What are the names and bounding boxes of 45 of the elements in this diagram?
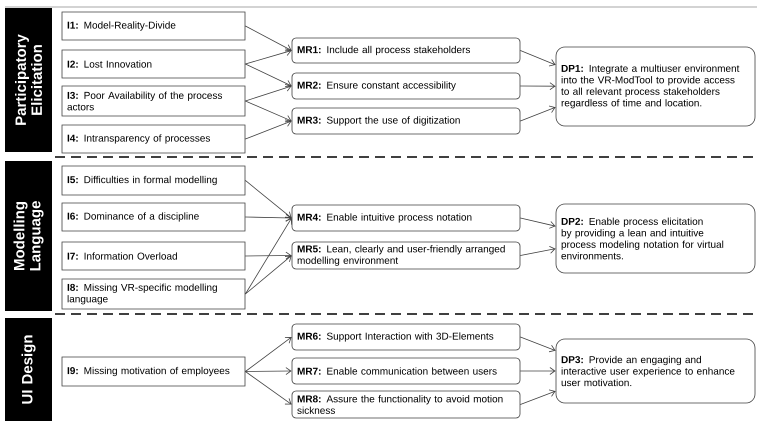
arrow xyxy=(245,214,292,222)
issue-box: I3: Poor Availability of the process actors xyxy=(62,86,246,116)
arrow xyxy=(245,371,292,404)
arrow xyxy=(520,389,556,405)
arrow xyxy=(520,106,556,122)
issue-box: I8: Missing VR-specific modelling language xyxy=(62,278,246,310)
requirement-box: MR4: Enable intuitive process notation xyxy=(292,204,520,232)
issue-box: I9: Missing motivation of employees xyxy=(62,356,246,386)
requirement-box: MR7: Enable communication between users xyxy=(292,358,520,384)
arrow xyxy=(245,100,292,122)
design-principle-box: DP1: Integrate a multiuser environment into the VR-ModTool to provide access to all relevant process stakeholders regardless of time and location. xyxy=(556,46,756,126)
arrow xyxy=(245,64,292,88)
arrow xyxy=(245,256,292,294)
design-principle-box: DP2: Enable process elicitation by providing a lean and intuitive process modeling notation for virtual environments. xyxy=(556,204,756,274)
arrow xyxy=(520,218,556,229)
requirement-box: MR5: Lean, clearly and user-friendly arranged modelling environment xyxy=(292,242,520,270)
arrow xyxy=(245,48,292,64)
issue-box: I7: Information Overload xyxy=(62,242,246,270)
requirement-box: MR6: Support Interaction with 3D-Elements xyxy=(292,324,520,350)
arrow xyxy=(520,50,556,66)
arrow xyxy=(245,119,292,140)
requirement-box: MR3: Support the use of digitization xyxy=(292,108,520,134)
arrow xyxy=(245,218,292,294)
section-band: UI Design xyxy=(5,318,52,421)
section-band: Participatory Elicitation xyxy=(5,8,52,152)
section-band: Modelling Language xyxy=(5,161,52,311)
arrow xyxy=(520,336,556,352)
arrow xyxy=(245,26,292,52)
design-principle-box: DP3: Provide an engaging and interactive user experience to enhance user motivation. xyxy=(556,338,756,404)
issue-box: I1: Model-Reality-Divide xyxy=(62,12,246,40)
arrow xyxy=(245,180,292,218)
arrow xyxy=(245,337,292,372)
arrow xyxy=(245,367,292,375)
requirement-box: MR8: Assure the functionality to avoid motion sickness xyxy=(292,390,520,418)
arrow xyxy=(520,367,556,375)
requirement-box: MR2: Ensure constant accessibility xyxy=(292,72,520,100)
issue-box: I5: Difficulties in formal modelling xyxy=(62,166,246,196)
requirement-box: MR1: Include all process stakeholders xyxy=(292,38,520,64)
arrow xyxy=(520,246,556,256)
issue-box: I6: Dominance of a discipline xyxy=(62,202,246,232)
arrow xyxy=(245,84,292,102)
issue-box: I2: Lost Innovation xyxy=(62,50,246,78)
arrow xyxy=(245,252,292,260)
arrow xyxy=(520,82,556,90)
issue-box: I4: Intransparency of processes xyxy=(62,124,246,154)
